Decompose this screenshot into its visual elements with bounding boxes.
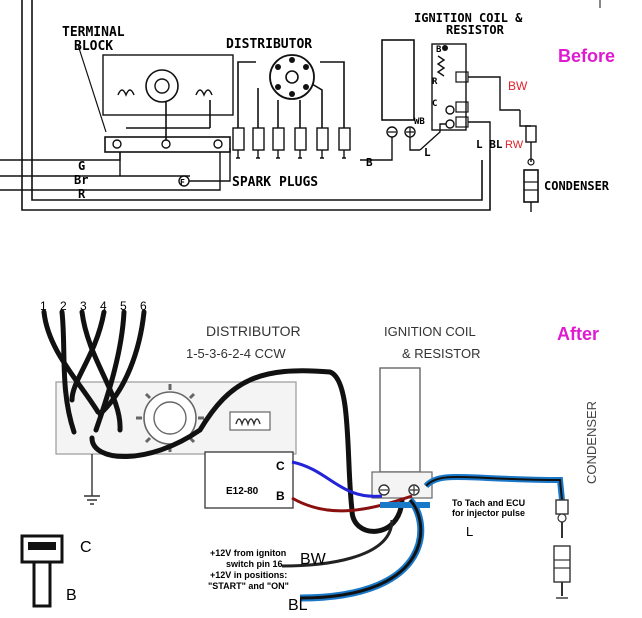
- after-bw-label: BW: [300, 551, 327, 568]
- spark-plugs-label: SPARK PLUGS: [232, 175, 318, 190]
- connector-c-label: C: [80, 539, 92, 556]
- wire-bw: [281, 519, 394, 568]
- terminal-block-label: TERMINAL: [62, 25, 125, 40]
- ground-symbol: [84, 495, 100, 505]
- spark-plugs: [232, 127, 351, 159]
- cyl-number: 5: [120, 299, 127, 313]
- terminal-block: [104, 136, 231, 153]
- distributor-cap: [269, 54, 315, 100]
- leader-line: [77, 44, 107, 133]
- coil-terminal-r-label: R: [432, 77, 438, 87]
- coil-lead: [349, 497, 405, 534]
- l-bar: [380, 502, 430, 508]
- wire-c-blue: [291, 460, 383, 498]
- before-lbl-label: L BL: [476, 138, 503, 151]
- fuse-f-label: F: [180, 178, 185, 187]
- before-resistor-body: [431, 43, 467, 131]
- before-condenser: [523, 142, 539, 212]
- after-coil-label: IGNITION COIL: [384, 324, 476, 339]
- connector-b-label: B: [66, 587, 77, 604]
- wire-g-label: G: [78, 159, 85, 173]
- distributor-cam: [145, 69, 179, 103]
- module-e12-80: [204, 451, 294, 509]
- after-condenser: [553, 499, 571, 599]
- before-distributor-label: DISTRIBUTOR: [226, 37, 312, 52]
- firing-order-label: 1-5-3-6-2-4 CCW: [186, 346, 286, 361]
- terminal-screw: [112, 139, 122, 149]
- after-diagram: [20, 309, 571, 608]
- before-distributor-housing: [102, 54, 234, 116]
- before-coil-label: RESISTOR: [446, 23, 505, 37]
- before-condenser-label: CONDENSER: [544, 179, 610, 193]
- before-frame-line: [31, 0, 483, 201]
- cyl-number: 1: [40, 299, 47, 313]
- coil-spring: [195, 89, 213, 97]
- before-l-label: L: [424, 146, 431, 159]
- power-note: +12V from igniton: [210, 548, 286, 558]
- cyl-number: 4: [100, 299, 107, 313]
- before-bw-label: BW: [508, 79, 528, 93]
- before-diagram: [0, 0, 601, 212]
- before-frame-line: [21, 0, 491, 211]
- tach-note: To Tach and ECU: [452, 498, 525, 508]
- after-condenser-label: CONDENSER: [584, 401, 599, 484]
- before-wire-g: [0, 150, 121, 161]
- power-note: switch pin 16: [226, 559, 283, 569]
- terminal-block-label: BLOCK: [74, 39, 113, 54]
- before-wire-r: [0, 150, 221, 191]
- before-rw-label: RW: [505, 139, 524, 151]
- wire-r-label: R: [78, 187, 86, 201]
- before-coil-label: IGNITION COIL &: [414, 11, 523, 25]
- power-note: "START" and "ON": [208, 581, 289, 591]
- power-note: +12V in positions:: [210, 570, 287, 580]
- module-c-label: C: [276, 459, 285, 473]
- plug-wires: [41, 309, 355, 513]
- wire-bl-outer: [299, 497, 425, 602]
- before-coil-body: [381, 39, 415, 121]
- coil-terminal-c-label: C: [432, 99, 437, 109]
- cyl-number: 6: [140, 299, 147, 313]
- coil-terminal-wb-label: WB: [414, 117, 425, 127]
- after-coil-body: [379, 367, 421, 473]
- coil-terminal-b-label: B: [436, 45, 442, 55]
- terminal-screw: [213, 139, 223, 149]
- before-heading: Before: [558, 46, 615, 66]
- after-distributor-label: DISTRIBUTOR: [206, 323, 301, 339]
- tach-note: for injector pulse: [452, 508, 525, 518]
- coil-spring: [117, 89, 135, 97]
- after-bl-label: BL: [288, 597, 308, 614]
- resistor-zigzag: [436, 55, 446, 77]
- after-l-label: L: [466, 524, 473, 539]
- module-b-label: B: [276, 489, 285, 503]
- connector-symbol: [20, 534, 64, 608]
- cyl-number: 3: [80, 299, 87, 313]
- after-heading: After: [557, 324, 599, 344]
- cyl-number: 2: [60, 299, 67, 313]
- wire-br-label: Br: [74, 173, 88, 187]
- module-label: E12-80: [226, 486, 259, 497]
- wire-b-red: [291, 494, 413, 513]
- before-b-label: B: [366, 156, 373, 169]
- after-coil-label: & RESISTOR: [402, 346, 481, 361]
